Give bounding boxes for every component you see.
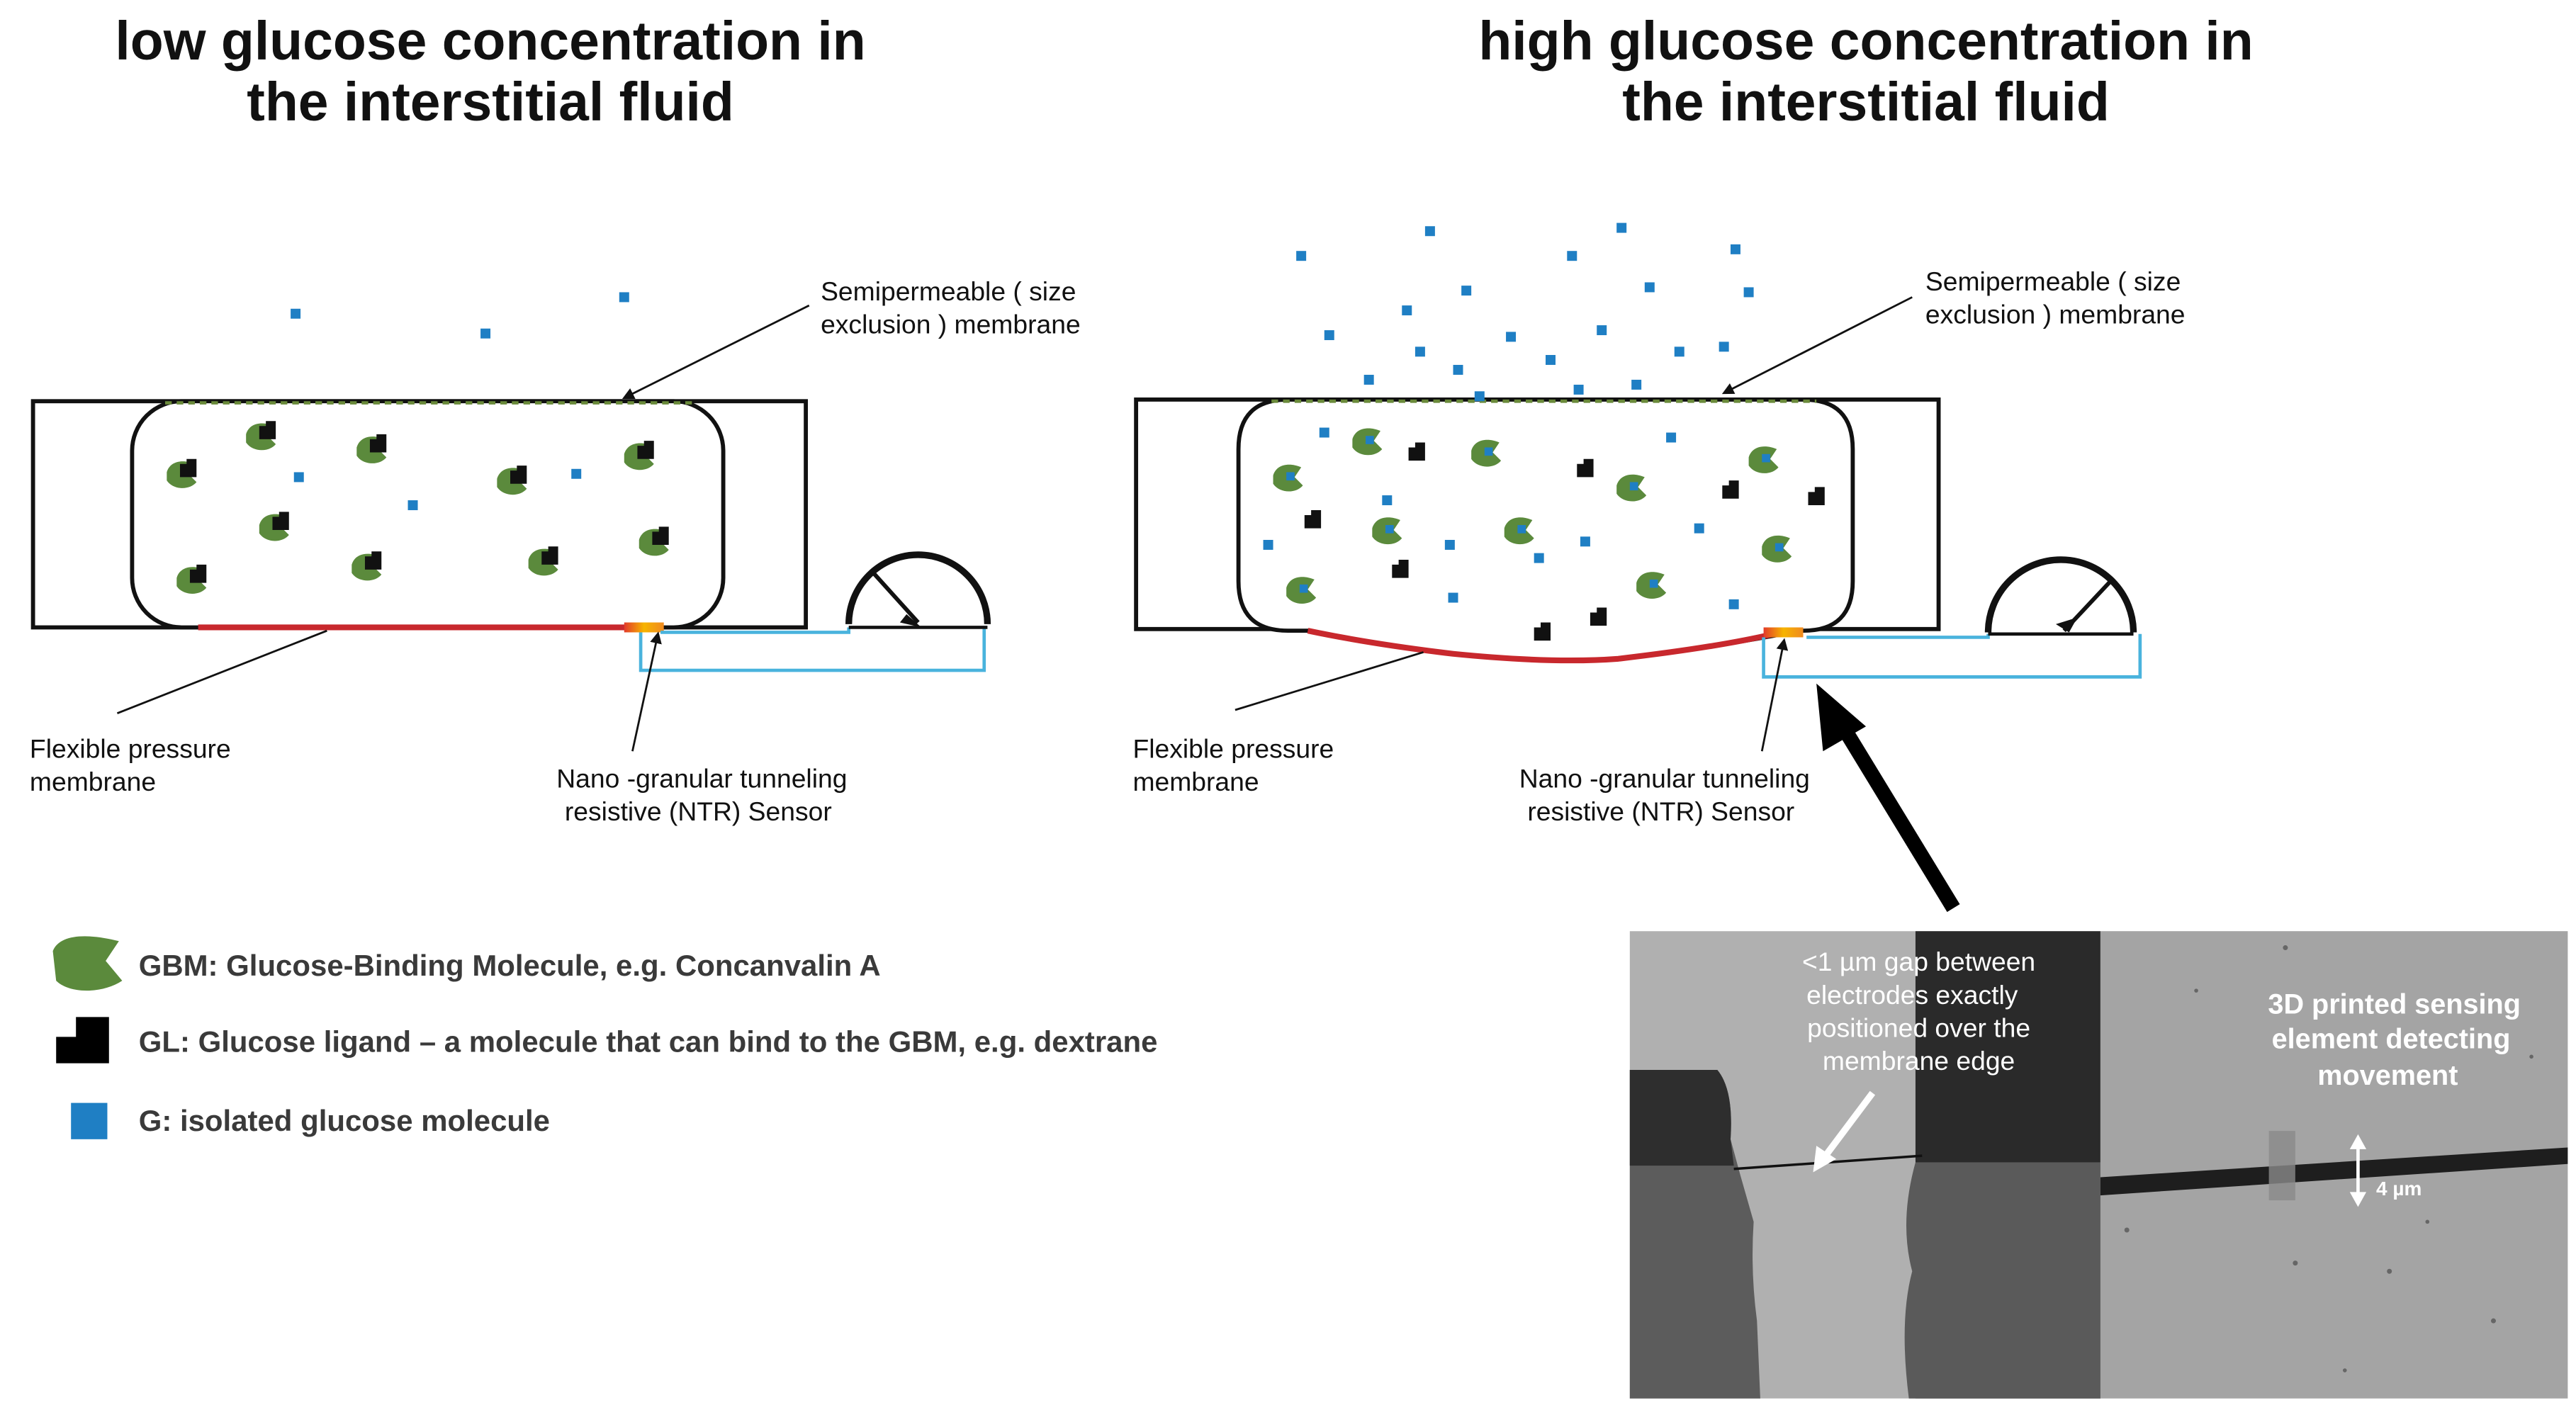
right-semi-label-line2: exclusion ) membrane [1925,300,2186,329]
right-sensor-panel: Semipermeable ( size exclusion ) membran… [1132,222,2186,913]
scale-label: 4 µm [2376,1178,2422,1200]
left-ntr-pointer [631,631,662,752]
sem-right-caption-line1: 3D printed sensing [2268,989,2521,1020]
left-sensor-panel: Semipermeable ( size exclusion ) membran… [30,276,1081,826]
left-chamber [130,399,726,630]
right-flex-label-line2: membrane [1132,767,1259,796]
left-ntr-label-line1: Nano -granular tunneling [556,764,847,794]
right-flex-label-line1: Flexible pressure [1132,734,1334,764]
printed-sensing-element [2268,1131,2295,1201]
sem-left-caption-line1: <1 µm gap between [1802,947,2035,976]
right-flex-pointer [1234,651,1424,711]
left-flex-label-line1: Flexible pressure [30,734,231,764]
right-flexible-membrane [1307,628,1774,664]
right-ntr-sensor [1763,627,1804,638]
left-circuit-wire [639,627,986,672]
sem-left-caption-line3: positioned over the [1807,1013,2030,1042]
sem-left-caption-line4: membrane edge [1823,1046,2015,1076]
sem-right-caption-line2: element detecting [2272,1024,2511,1055]
right-gauge-icon [1984,556,2137,636]
left-title-line2: the interstitial fluid [247,72,734,132]
left-semi-label-line1: Semipermeable ( size [821,276,1076,306]
gap-pointer-arrow [1820,1090,1876,1161]
left-semi-label-line2: exclusion ) membrane [821,310,1081,339]
legend: GBM: Glucose-Binding Molecule, e.g. Conc… [52,936,1158,1139]
left-flex-pointer [116,629,327,714]
gl-legend-icon [56,1017,109,1064]
right-title-line2: the interstitial fluid [1622,72,2110,132]
right-title-line1: high glucose concentration in [1478,11,2253,72]
sem-right-caption-line3: movement [2317,1060,2458,1091]
sem-right-panel: 4 µm 3D printed sensing element detectin… [2100,931,2568,1399]
sem-left-panel: <1 µm gap between electrodes exactly pos… [1629,931,2100,1399]
right-ntr-pointer [1760,638,1789,752]
right-circuit-wire [1762,633,2142,679]
legend-gbm-label: GBM: Glucose-Binding Molecule, e.g. Conc… [139,949,881,982]
right-semi-pointer [1721,296,1913,395]
sem-micrograph: <1 µm gap between electrodes exactly pos… [1629,931,2568,1399]
left-title-line1: low glucose concentration in [115,11,865,72]
zoom-arrow [1816,683,1960,913]
right-ntr-label-line1: Nano -granular tunneling [1519,764,1810,794]
gbm-legend-icon [52,936,123,991]
left-flex-label-line2: membrane [30,767,156,796]
right-ntr-label-line2: resistive (NTR) Sensor [1527,796,1794,826]
left-semi-pointer [621,304,810,400]
left-gauge-icon [845,551,991,629]
right-chamber [1236,397,1855,662]
left-ntr-label-line2: resistive (NTR) Sensor [565,796,832,826]
left-ntr-sensor [624,622,664,633]
sem-left-caption-line2: electrodes exactly [1806,980,2018,1010]
glucose-legend-icon [71,1102,108,1139]
scale-double-arrow [2349,1134,2367,1207]
legend-g-label: G: isolated glucose molecule [139,1104,550,1137]
legend-gl-label: GL: Glucose ligand – a molecule that can… [139,1025,1158,1058]
right-semi-label-line1: Semipermeable ( size [1925,266,2181,296]
